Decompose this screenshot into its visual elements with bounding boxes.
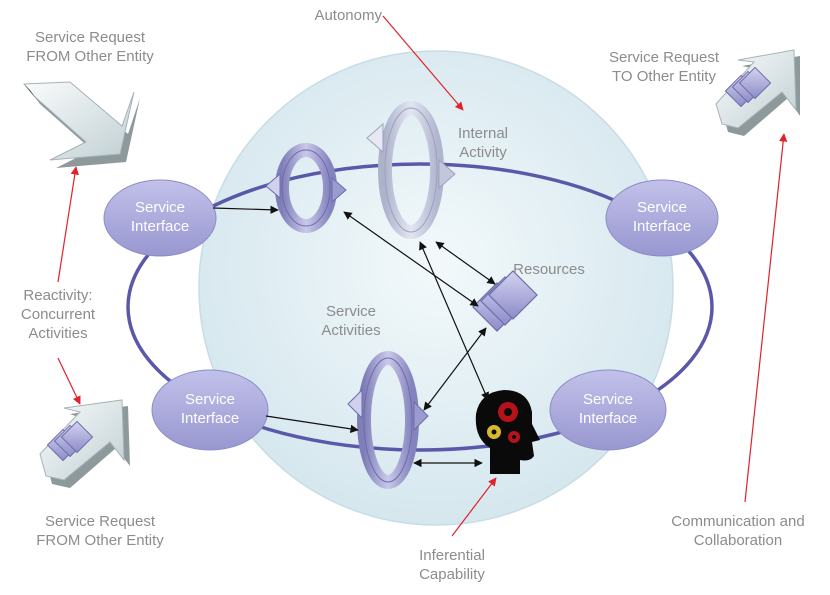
block-arrow-icon-top-right <box>715 49 800 136</box>
service-interface-top-right[interactable] <box>605 179 719 257</box>
service-activities-label: Service Activities <box>321 303 381 339</box>
brain-head-icon <box>475 390 540 474</box>
internal-activity-label: Internal Activity <box>457 125 509 161</box>
service-interface-bottom-right[interactable] <box>549 369 667 451</box>
request-to-label: Service Request TO Other Entity <box>608 49 720 85</box>
autonomy-label: Autonomy <box>314 7 382 24</box>
annotation-arrows <box>57 15 788 537</box>
service-interface-bottom-left[interactable] <box>151 369 269 451</box>
service-interface-label: Service Interface <box>578 391 638 427</box>
cycle-icon-bottom <box>347 351 429 489</box>
core-circle <box>198 50 674 526</box>
reactivity-label: Reactivity: Concurrent Activities <box>20 287 96 342</box>
block-arrow-icon-bottom-left <box>39 399 130 488</box>
service-interface-label: Service Interface <box>632 199 692 235</box>
link-arrows <box>212 205 496 468</box>
request-from-bottom-label: Service Request FROM Other Entity <box>36 513 164 549</box>
service-interface-label: Service Interface <box>180 391 240 427</box>
request-from-top-label: Service Request FROM Other Entity <box>26 29 154 65</box>
interaction-ring <box>126 162 714 452</box>
resources-label: Resources <box>513 261 585 278</box>
communication-label: Communication and Collaboration <box>671 513 805 549</box>
cycle-icon-top <box>265 143 347 233</box>
service-interface-top-left[interactable] <box>103 179 217 257</box>
service-interface-label: Service Interface <box>130 199 190 235</box>
inferential-label: Inferential Capability <box>419 547 485 583</box>
block-arrow-icon-top-left <box>22 81 140 168</box>
